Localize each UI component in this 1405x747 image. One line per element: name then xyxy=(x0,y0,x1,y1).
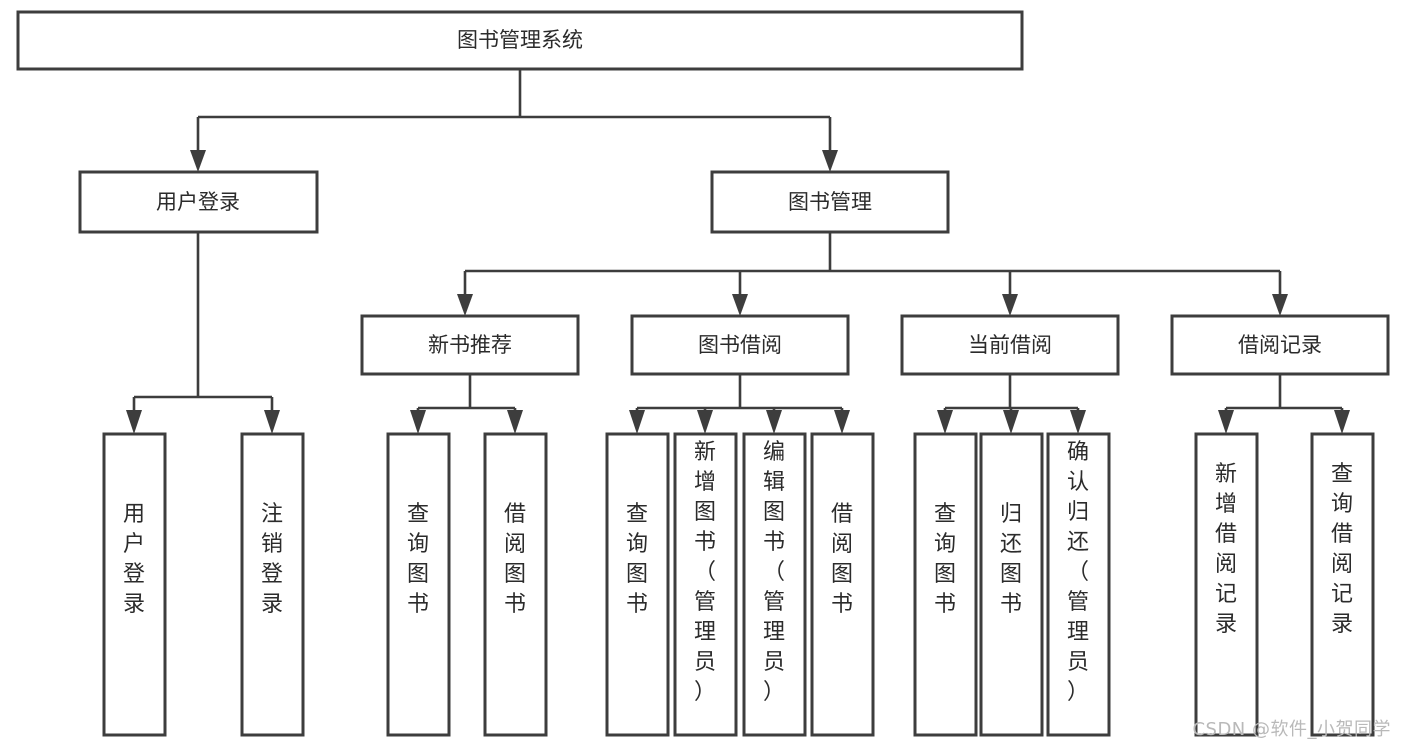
leaf-node[interactable]: 借阅图书 xyxy=(810,432,875,737)
arrow-bookmanage-c4 xyxy=(1272,294,1288,316)
leaf-box-user-login-1[interactable] xyxy=(102,432,167,737)
leaf-box-current-borrow-3[interactable] xyxy=(1046,432,1111,737)
leaf-node[interactable]: 查询借阅记录 xyxy=(1310,432,1375,737)
leaf-box-book-borrow-4[interactable] xyxy=(810,432,875,737)
leaf-box-book-borrow-1[interactable] xyxy=(605,432,670,737)
arrow-bookmanage-c1 xyxy=(457,294,473,316)
leaf-node[interactable]: 新增图书（管理员） xyxy=(673,432,738,737)
leaf-box-current-borrow-1[interactable] xyxy=(913,432,978,737)
arrow-currentborrow-c2 xyxy=(1003,410,1019,434)
arrow-newbook-c2 xyxy=(507,410,523,434)
connector-layer xyxy=(126,70,1350,434)
node-current-borrow[interactable]: 当前借阅 xyxy=(900,314,1120,376)
leaf-label-user-login-2: 注销登录 xyxy=(261,502,283,617)
node-user-login-label: 用户登录 xyxy=(156,190,240,214)
leaf-label-book-borrow-1: 查询图书 xyxy=(626,502,648,617)
leaf-box-borrow-record-1[interactable] xyxy=(1194,432,1259,737)
leaf-label-new-book-1: 查询图书 xyxy=(407,502,429,617)
arrow-bookborrow-c2 xyxy=(697,410,713,434)
leaf-label-new-book-2: 借阅图书 xyxy=(504,502,526,617)
arrow-root-to-user-login xyxy=(190,150,206,172)
leaf-label-current-borrow-1: 查询图书 xyxy=(934,502,956,617)
leaf-node[interactable]: 确认归还（管理员） xyxy=(1046,432,1111,737)
node-user-login[interactable]: 用户登录 xyxy=(78,170,319,234)
leaf-box-new-book-2[interactable] xyxy=(483,432,548,737)
leaf-node[interactable]: 编辑图书（管理员） xyxy=(742,432,807,737)
leaf-label-current-borrow-3: 确认归还（管理员） xyxy=(1067,440,1089,705)
arrow-currentborrow-c3 xyxy=(1070,410,1086,434)
leaf-box-book-borrow-2[interactable] xyxy=(673,432,738,737)
leaf-label-borrow-record-1: 新增借阅记录 xyxy=(1215,462,1237,637)
node-current-borrow-label: 当前借阅 xyxy=(968,333,1052,357)
leaf-node[interactable]: 新增借阅记录 xyxy=(1194,432,1259,737)
node-current-borrow-box[interactable] xyxy=(900,314,1120,376)
arrow-borrowrecord-c2 xyxy=(1334,410,1350,434)
arrow-bookborrow-c1 xyxy=(629,410,645,434)
node-root-box[interactable] xyxy=(16,10,1024,71)
leaf-box-new-book-1[interactable] xyxy=(386,432,451,737)
leaf-label-book-borrow-4: 借阅图书 xyxy=(831,502,853,617)
leaf-node[interactable]: 归还图书 xyxy=(979,432,1044,737)
leaf-box-user-login-2[interactable] xyxy=(240,432,305,737)
node-book-borrow[interactable]: 图书借阅 xyxy=(630,314,850,376)
leaf-node[interactable]: 查询图书 xyxy=(913,432,978,737)
leaf-box-borrow-record-2[interactable] xyxy=(1310,432,1375,737)
node-user-login-box[interactable] xyxy=(78,170,319,234)
leaf-label-borrow-record-2: 查询借阅记录 xyxy=(1331,462,1353,637)
arrow-bookmanage-c3 xyxy=(1002,294,1018,316)
node-book-manage-label: 图书管理 xyxy=(788,190,872,214)
leaf-box-book-borrow-3[interactable] xyxy=(742,432,807,737)
leaf-node[interactable]: 查询图书 xyxy=(386,432,451,737)
arrow-newbook-c1 xyxy=(410,410,426,434)
node-book-borrow-label: 图书借阅 xyxy=(698,333,782,357)
arrow-bookborrow-c4 xyxy=(834,410,850,434)
node-book-manage-box[interactable] xyxy=(710,170,950,234)
leaf-label-current-borrow-2: 归还图书 xyxy=(1000,502,1022,617)
arrow-userlogin-c2 xyxy=(264,410,280,434)
leaf-box-current-borrow-2[interactable] xyxy=(979,432,1044,737)
node-new-book-recommend-box[interactable] xyxy=(360,314,580,376)
node-new-book-recommend[interactable]: 新书推荐 xyxy=(360,314,580,376)
node-root[interactable]: 图书管理系统 xyxy=(16,10,1024,71)
node-book-manage[interactable]: 图书管理 xyxy=(710,170,950,234)
node-borrow-record[interactable]: 借阅记录 xyxy=(1170,314,1390,376)
arrow-root-to-book-manage xyxy=(822,150,838,172)
leaf-label-book-borrow-2: 新增图书（管理员） xyxy=(694,440,716,705)
leaf-node[interactable]: 用户登录 xyxy=(102,432,167,737)
arrow-bookborrow-c3 xyxy=(766,410,782,434)
node-borrow-record-label: 借阅记录 xyxy=(1238,333,1322,357)
arrow-bookmanage-c2 xyxy=(732,294,748,316)
arrow-currentborrow-c1 xyxy=(937,410,953,434)
node-new-book-recommend-label: 新书推荐 xyxy=(428,333,512,357)
node-borrow-record-box[interactable] xyxy=(1170,314,1390,376)
arrow-userlogin-c1 xyxy=(126,410,142,434)
leaf-label-book-borrow-3: 编辑图书（管理员） xyxy=(763,440,785,705)
leaf-node[interactable]: 注销登录 xyxy=(240,432,305,737)
node-book-borrow-box[interactable] xyxy=(630,314,850,376)
leaf-node[interactable]: 查询图书 xyxy=(605,432,670,737)
leaf-node[interactable]: 借阅图书 xyxy=(483,432,548,737)
node-root-label: 图书管理系统 xyxy=(457,28,583,52)
arrow-borrowrecord-c1 xyxy=(1218,410,1234,434)
leaf-label-user-login-1: 用户登录 xyxy=(123,502,145,617)
